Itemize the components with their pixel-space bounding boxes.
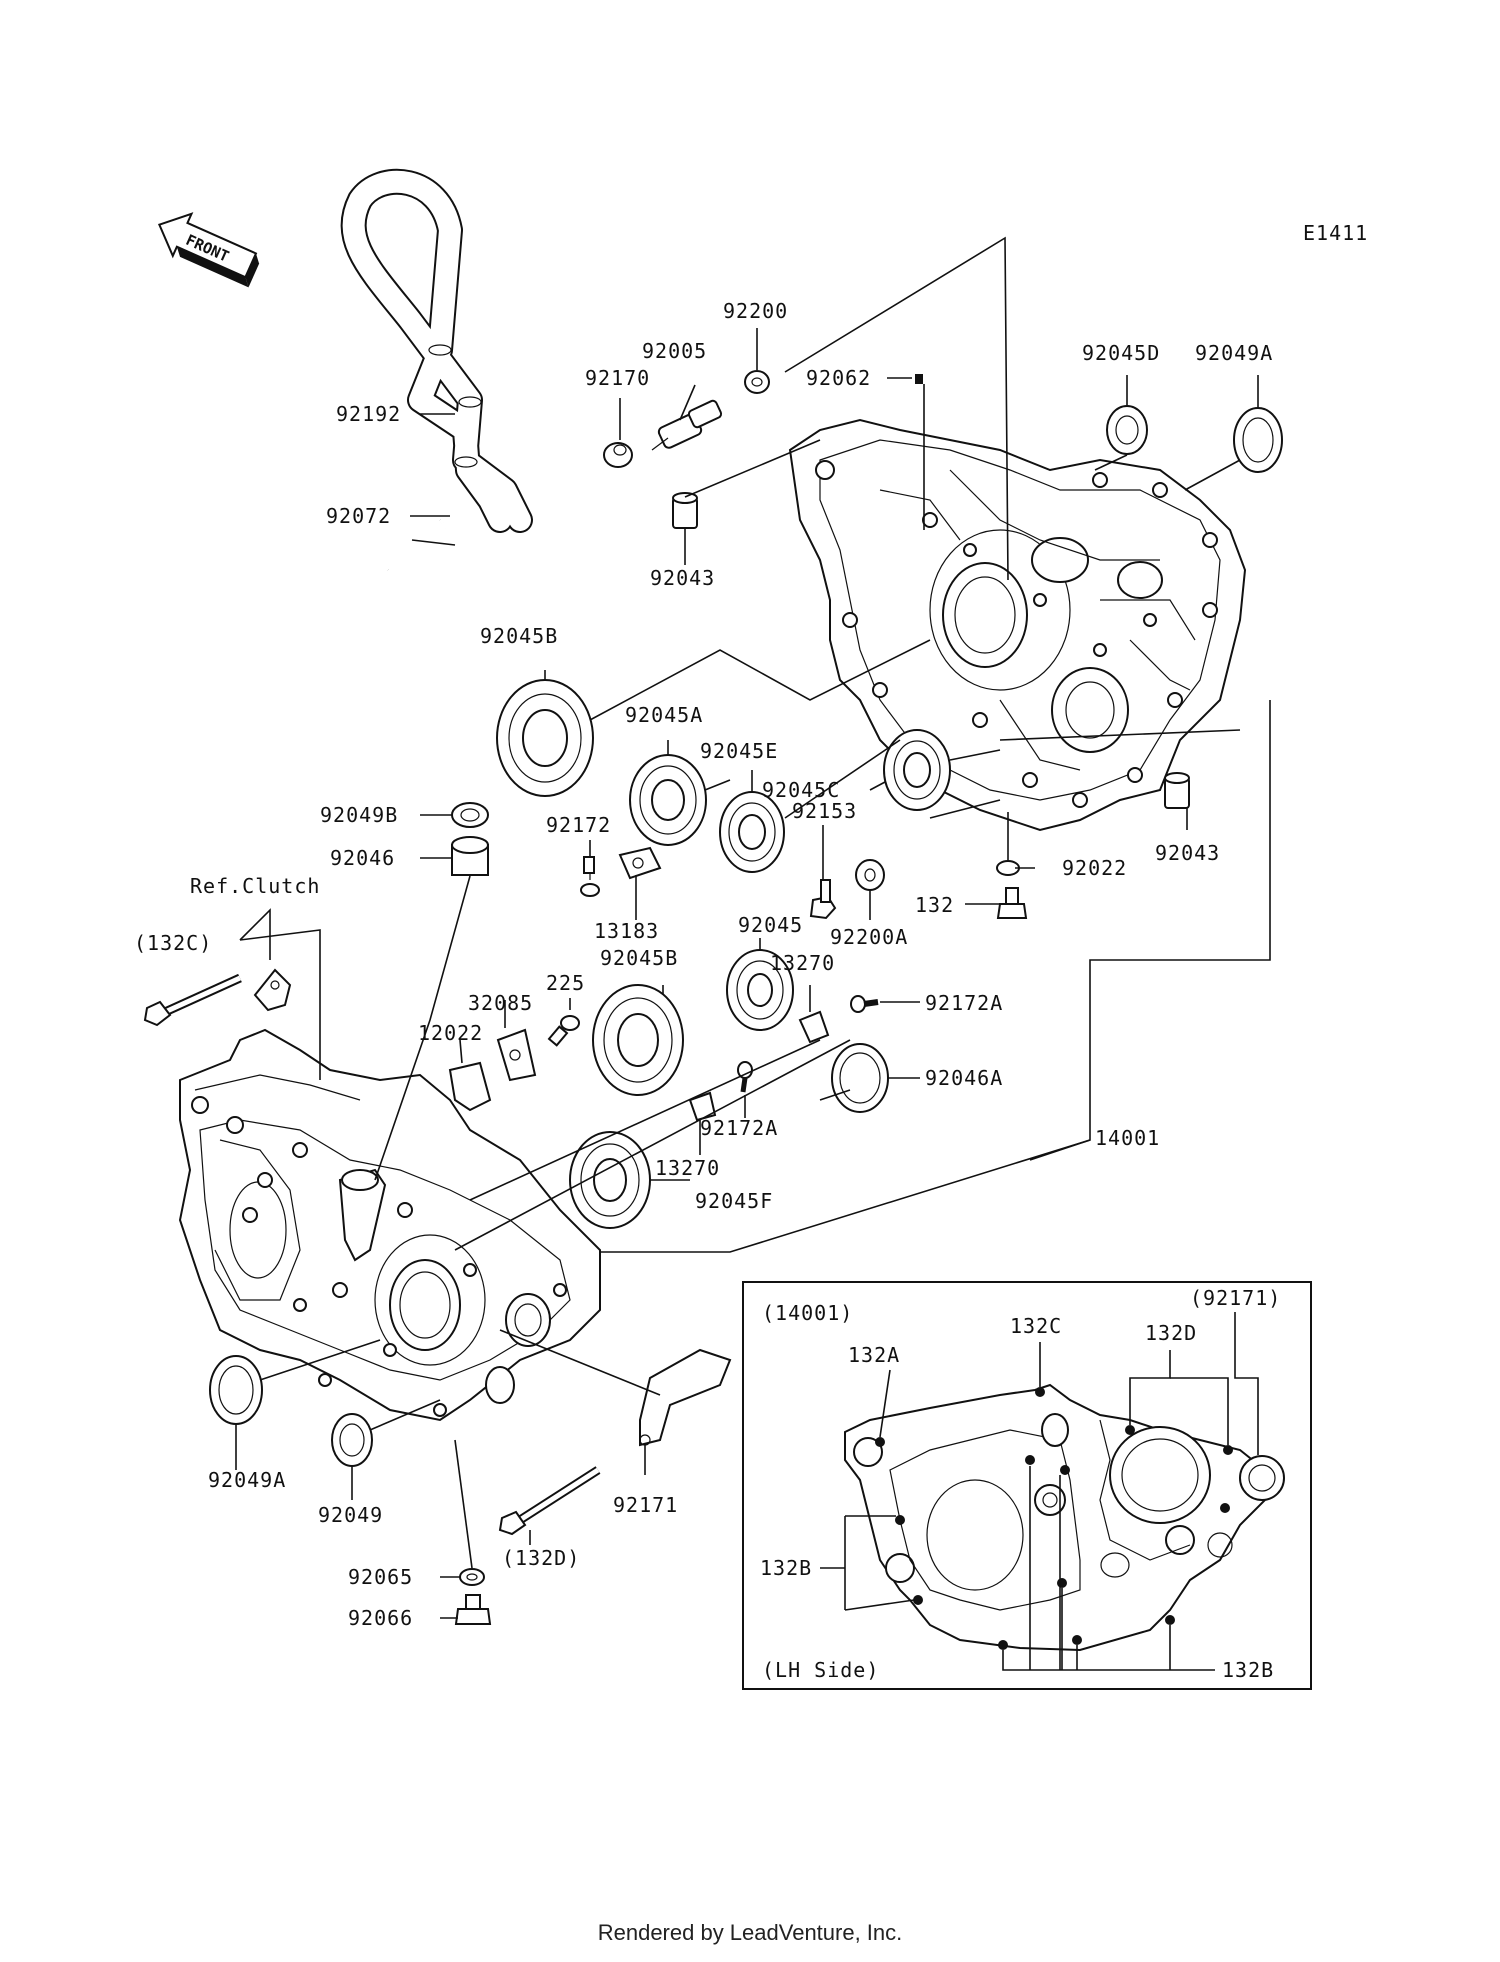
label-92045: 92045 [738, 913, 803, 937]
plate-13183 [618, 846, 662, 880]
label-13183: 13183 [594, 919, 659, 943]
inset-label-132C: 132C [1010, 1314, 1062, 1338]
bolt-132C [143, 973, 242, 1027]
label-92045B-top: 92045B [480, 624, 558, 648]
dowel-92062 [915, 374, 923, 384]
label-92043-top: 92043 [650, 566, 715, 590]
clutch-bracket [253, 968, 292, 1012]
label-92192: 92192 [336, 402, 401, 426]
bracket-92171 [639, 1348, 732, 1447]
plate-32085 [496, 1028, 537, 1082]
plate-13270-bottom [688, 1091, 717, 1122]
inset-label-92171: (92171) [1190, 1286, 1281, 1310]
oil-seal-92049A-bottom [209, 1355, 263, 1425]
inset-side-label: (LH Side) [762, 1658, 879, 1682]
bearing-92045D [1106, 405, 1148, 455]
label-ref-clutch: Ref.Clutch [190, 874, 320, 898]
bearing-92045A [629, 754, 707, 846]
label-92046A: 92046A [925, 1066, 1003, 1090]
label-225: 225 [546, 971, 585, 995]
label-92045F: 92045F [695, 1189, 773, 1213]
washer-92065 [459, 1568, 485, 1586]
dowel-92043-right [1164, 772, 1190, 809]
bolt-225 [547, 1015, 580, 1047]
bearing-92045C [883, 729, 951, 811]
inset-label-132B-bottom: 132B [1222, 1658, 1274, 1682]
label-132: 132 [915, 893, 954, 917]
needle-bearing-92046 [451, 836, 489, 876]
label-92049A-bottom: 92049A [208, 1468, 286, 1492]
hose-fitting-92005 [651, 399, 723, 451]
part-labels: 92192 92072 92200 92170 92005 92062 9204… [134, 299, 1273, 1630]
label-13270-top: 13270 [770, 951, 835, 975]
label-92172: 92172 [546, 813, 611, 837]
label-92049: 92049 [318, 1503, 383, 1527]
footer-credit: Rendered by LeadVenture, Inc. [597, 1920, 903, 1945]
oil-seal-92049A-top [1233, 407, 1283, 473]
bolt-92153 [809, 879, 837, 920]
label-92172A-top: 92172A [925, 991, 1003, 1015]
breather-hose [340, 168, 533, 533]
plate-13270-top [798, 1010, 830, 1044]
inset-lh-side: (14001) (LH Side) 132A 132C 132D (92171)… [742, 1281, 1312, 1690]
diagram-code: E1411 [1303, 221, 1368, 245]
screw-92172A-bottom [737, 1061, 753, 1093]
hose-clamp-92170 [603, 442, 633, 468]
label-132D: (132D) [502, 1546, 580, 1570]
bearing-92045F [569, 1131, 651, 1229]
label-92045A: 92045A [625, 703, 703, 727]
label-32085: 32085 [468, 991, 533, 1015]
washer-92200A [855, 859, 885, 891]
inset-label-132A: 132A [848, 1343, 900, 1367]
oil-seal-92049 [331, 1413, 373, 1467]
label-92170: 92170 [585, 366, 650, 390]
screw-92172A-top [850, 995, 879, 1013]
label-92045C: 92045C [762, 778, 840, 802]
dowel-92043-top [672, 492, 698, 529]
label-92022: 92022 [1062, 856, 1127, 880]
label-92046: 92046 [330, 846, 395, 870]
crankcase-right-half [788, 418, 1247, 832]
label-92066: 92066 [348, 1606, 413, 1630]
hose-clamp-92072 [386, 518, 457, 594]
label-92005: 92005 [642, 339, 707, 363]
label-92172A-bottom: 92172A [700, 1116, 778, 1140]
label-92045E: 92045E [700, 739, 778, 763]
label-92049A-top: 92049A [1195, 341, 1273, 365]
screw-92172 [580, 856, 600, 897]
bearing-92045E [719, 791, 785, 873]
crankcase-left-half [178, 1028, 601, 1422]
label-92045B-mid: 92045B [600, 946, 678, 970]
bolt-132D [498, 1466, 601, 1536]
bearing-92045B-mid [592, 984, 684, 1096]
label-92062: 92062 [806, 366, 871, 390]
gasket-12022 [448, 1061, 492, 1112]
label-92072: 92072 [326, 504, 391, 528]
label-92153: 92153 [792, 799, 857, 823]
label-92200A: 92200A [830, 925, 908, 949]
bolt-132 [996, 887, 1028, 919]
label-92171: 92171 [613, 1493, 678, 1517]
label-92043-right: 92043 [1155, 841, 1220, 865]
inset-title: (14001) [762, 1301, 853, 1325]
label-13270-bottom: 13270 [655, 1156, 720, 1180]
needle-bearing-92046A [831, 1043, 889, 1113]
inset-label-132D: 132D [1145, 1321, 1197, 1345]
front-arrow-icon: FRONT [157, 212, 260, 288]
label-92065: 92065 [348, 1565, 413, 1589]
label-12022: 12022 [418, 1021, 483, 1045]
washer-92200 [744, 370, 770, 394]
collar-92049B [451, 802, 489, 828]
label-92045D: 92045D [1082, 341, 1160, 365]
label-132C: (132C) [134, 931, 212, 955]
drain-plug-92066 [454, 1594, 492, 1625]
leader-lines [235, 236, 1271, 1619]
label-14001: 14001 [1095, 1126, 1160, 1150]
label-92049B: 92049B [320, 803, 398, 827]
bearing-92045B-top [496, 679, 594, 797]
inset-label-132B-left: 132B [760, 1556, 812, 1580]
label-92200: 92200 [723, 299, 788, 323]
